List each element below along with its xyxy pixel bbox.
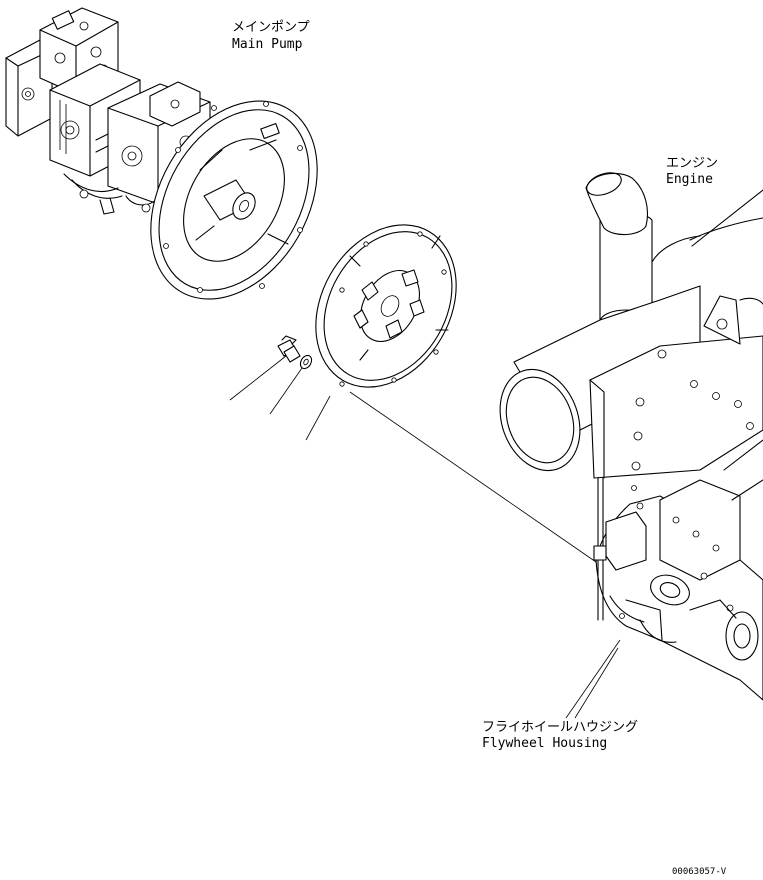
label-engine-en: Engine xyxy=(666,172,713,187)
label-main-pump-jp: メインポンプ xyxy=(232,20,310,35)
label-flywheel-housing-en: Flywheel Housing xyxy=(482,736,607,751)
label-engine-jp: エンジン xyxy=(666,156,718,171)
bolt-and-washer xyxy=(277,335,313,370)
pump-flange xyxy=(150,100,318,300)
engine xyxy=(499,172,763,701)
coupling-disc xyxy=(315,224,457,388)
label-flywheel-housing: フライホイールハウジング Flywheel Housing xyxy=(482,720,638,751)
label-flywheel-housing-jp: フライホイールハウジング xyxy=(482,720,638,735)
drawing-code: 00063057-V xyxy=(672,867,727,875)
label-main-pump-en: Main Pump xyxy=(232,37,303,52)
label-main-pump: メインポンプ Main Pump xyxy=(232,20,310,52)
leader-lines xyxy=(229,355,621,719)
label-engine: エンジン Engine xyxy=(666,156,718,187)
